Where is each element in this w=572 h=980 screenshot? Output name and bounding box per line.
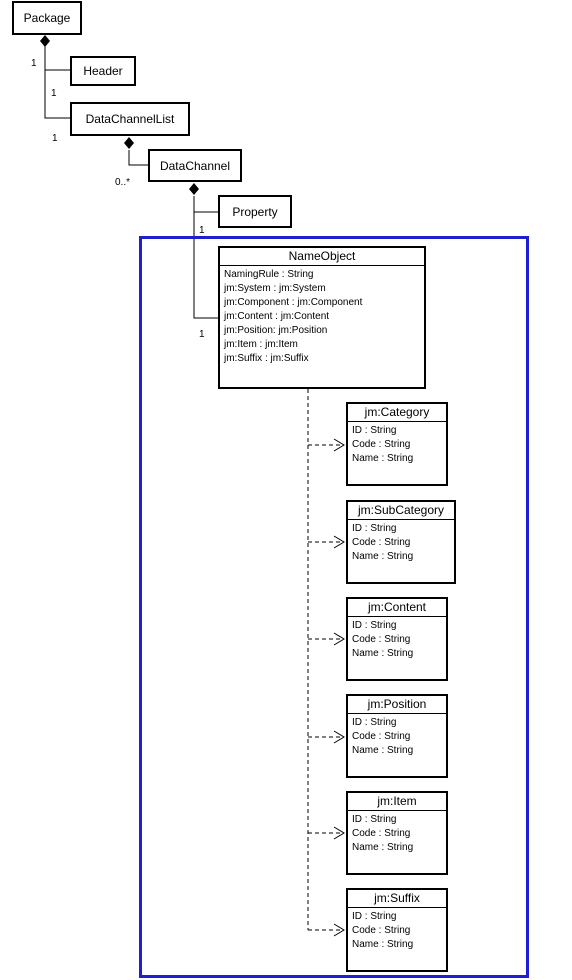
package-box: Package [12, 1, 82, 35]
content-class: jm:Content ID : String Code : String Nam… [346, 597, 448, 681]
category-class: jm:Category ID : String Code : String Na… [346, 402, 448, 486]
datachannellist-box: DataChannelList [70, 102, 190, 136]
class-name: jm:Position [348, 696, 446, 714]
nameobject-attributes: NamingRule : String jm:System : jm:Syste… [220, 266, 424, 366]
class-attribute: ID : String [352, 814, 397, 825]
class-attribute: jm:Suffix : jm:Suffix [224, 353, 309, 364]
class-attribute: Name : String [352, 551, 414, 562]
class-attribute: Code : String [352, 731, 411, 742]
name-object-frame [139, 236, 529, 978]
open-arrow-icon [333, 632, 345, 646]
class-attribute: ID : String [352, 425, 397, 436]
multiplicity-label: 0..* [115, 177, 131, 188]
header-label: Header [83, 64, 123, 78]
property-box: Property [218, 195, 292, 228]
class-attribute: jm:Content : jm:Content [224, 311, 330, 322]
composition-diamond-icon [40, 35, 50, 47]
class-attribute: ID : String [352, 717, 397, 728]
property-label: Property [232, 204, 278, 219]
class-attribute: Name : String [352, 453, 414, 464]
multiplicity-label: 1 [199, 225, 205, 236]
class-attribute: Code : String [352, 634, 411, 645]
item-class: jm:Item ID : String Code : String Name :… [346, 791, 448, 875]
dcl-dc-link [128, 150, 148, 166]
datachannel-box: DataChannel [148, 149, 242, 182]
open-arrow-icon [333, 826, 345, 840]
class-attributes: ID : String Code : String Name : String [348, 714, 446, 758]
nameobject-class: NameObject NamingRule : String jm:System… [218, 246, 426, 389]
multiplicity-label: 1 [199, 329, 205, 340]
suffix-class: jm:Suffix ID : String Code : String Name… [346, 888, 448, 972]
subcategory-class: jm:SubCategory ID : String Code : String… [346, 500, 456, 584]
open-arrow-icon [333, 730, 345, 744]
multiplicity-label: 1 [31, 58, 37, 69]
class-name: jm:Category [348, 404, 446, 422]
class-name: jm:SubCategory [348, 502, 454, 520]
class-attribute: Code : String [352, 925, 411, 936]
class-attributes: ID : String Code : String Name : String [348, 422, 446, 466]
multiplicity-label: 1 [51, 88, 57, 99]
class-attribute: ID : String [352, 911, 397, 922]
datachannellist-label: DataChannelList [85, 112, 175, 126]
datachannel-label: DataChannel [159, 158, 231, 173]
nameobject-class-name: NameObject [220, 248, 424, 266]
class-attribute: Code : String [352, 439, 411, 450]
class-attribute: jm:Component : jm:Component [224, 297, 363, 308]
class-attribute: ID : String [352, 523, 397, 534]
open-arrow-icon [333, 923, 345, 937]
class-attributes: ID : String Code : String Name : String [348, 617, 446, 661]
open-arrow-icon [333, 438, 345, 452]
position-class: jm:Position ID : String Code : String Na… [346, 694, 448, 778]
header-box: Header [70, 56, 136, 86]
class-attributes: ID : String Code : String Name : String [348, 811, 446, 855]
class-attribute: Code : String [352, 537, 411, 548]
class-name: jm:Item [348, 793, 446, 811]
open-arrow-icon [333, 535, 345, 549]
class-attribute: ID : String [352, 620, 397, 631]
dependency-arrowheads [333, 438, 345, 937]
class-attribute: Name : String [352, 745, 414, 756]
class-attribute: jm:Item : jm:Item [224, 339, 298, 350]
composition-diamond-icon [124, 137, 134, 149]
multiplicity-label: 1 [52, 133, 58, 144]
class-attribute: jm:Position: jm:Position [224, 325, 328, 336]
class-attribute: Name : String [352, 648, 414, 659]
composition-diamond-icon [189, 183, 199, 195]
class-attribute: NamingRule : String [224, 269, 314, 280]
class-attribute: jm:System : jm:System [224, 283, 326, 294]
class-attributes: ID : String Code : String Name : String [348, 520, 454, 564]
dependency-links [307, 389, 344, 931]
class-attribute: Name : String [352, 939, 414, 950]
class-attributes: ID : String Code : String Name : String [348, 908, 446, 952]
class-attribute: Name : String [352, 842, 414, 853]
package-label: Package [23, 11, 71, 25]
class-name: jm:Content [348, 599, 446, 617]
class-name: jm:Suffix [348, 890, 446, 908]
package-dcl-link [44, 46, 70, 119]
class-attribute: Code : String [352, 828, 411, 839]
